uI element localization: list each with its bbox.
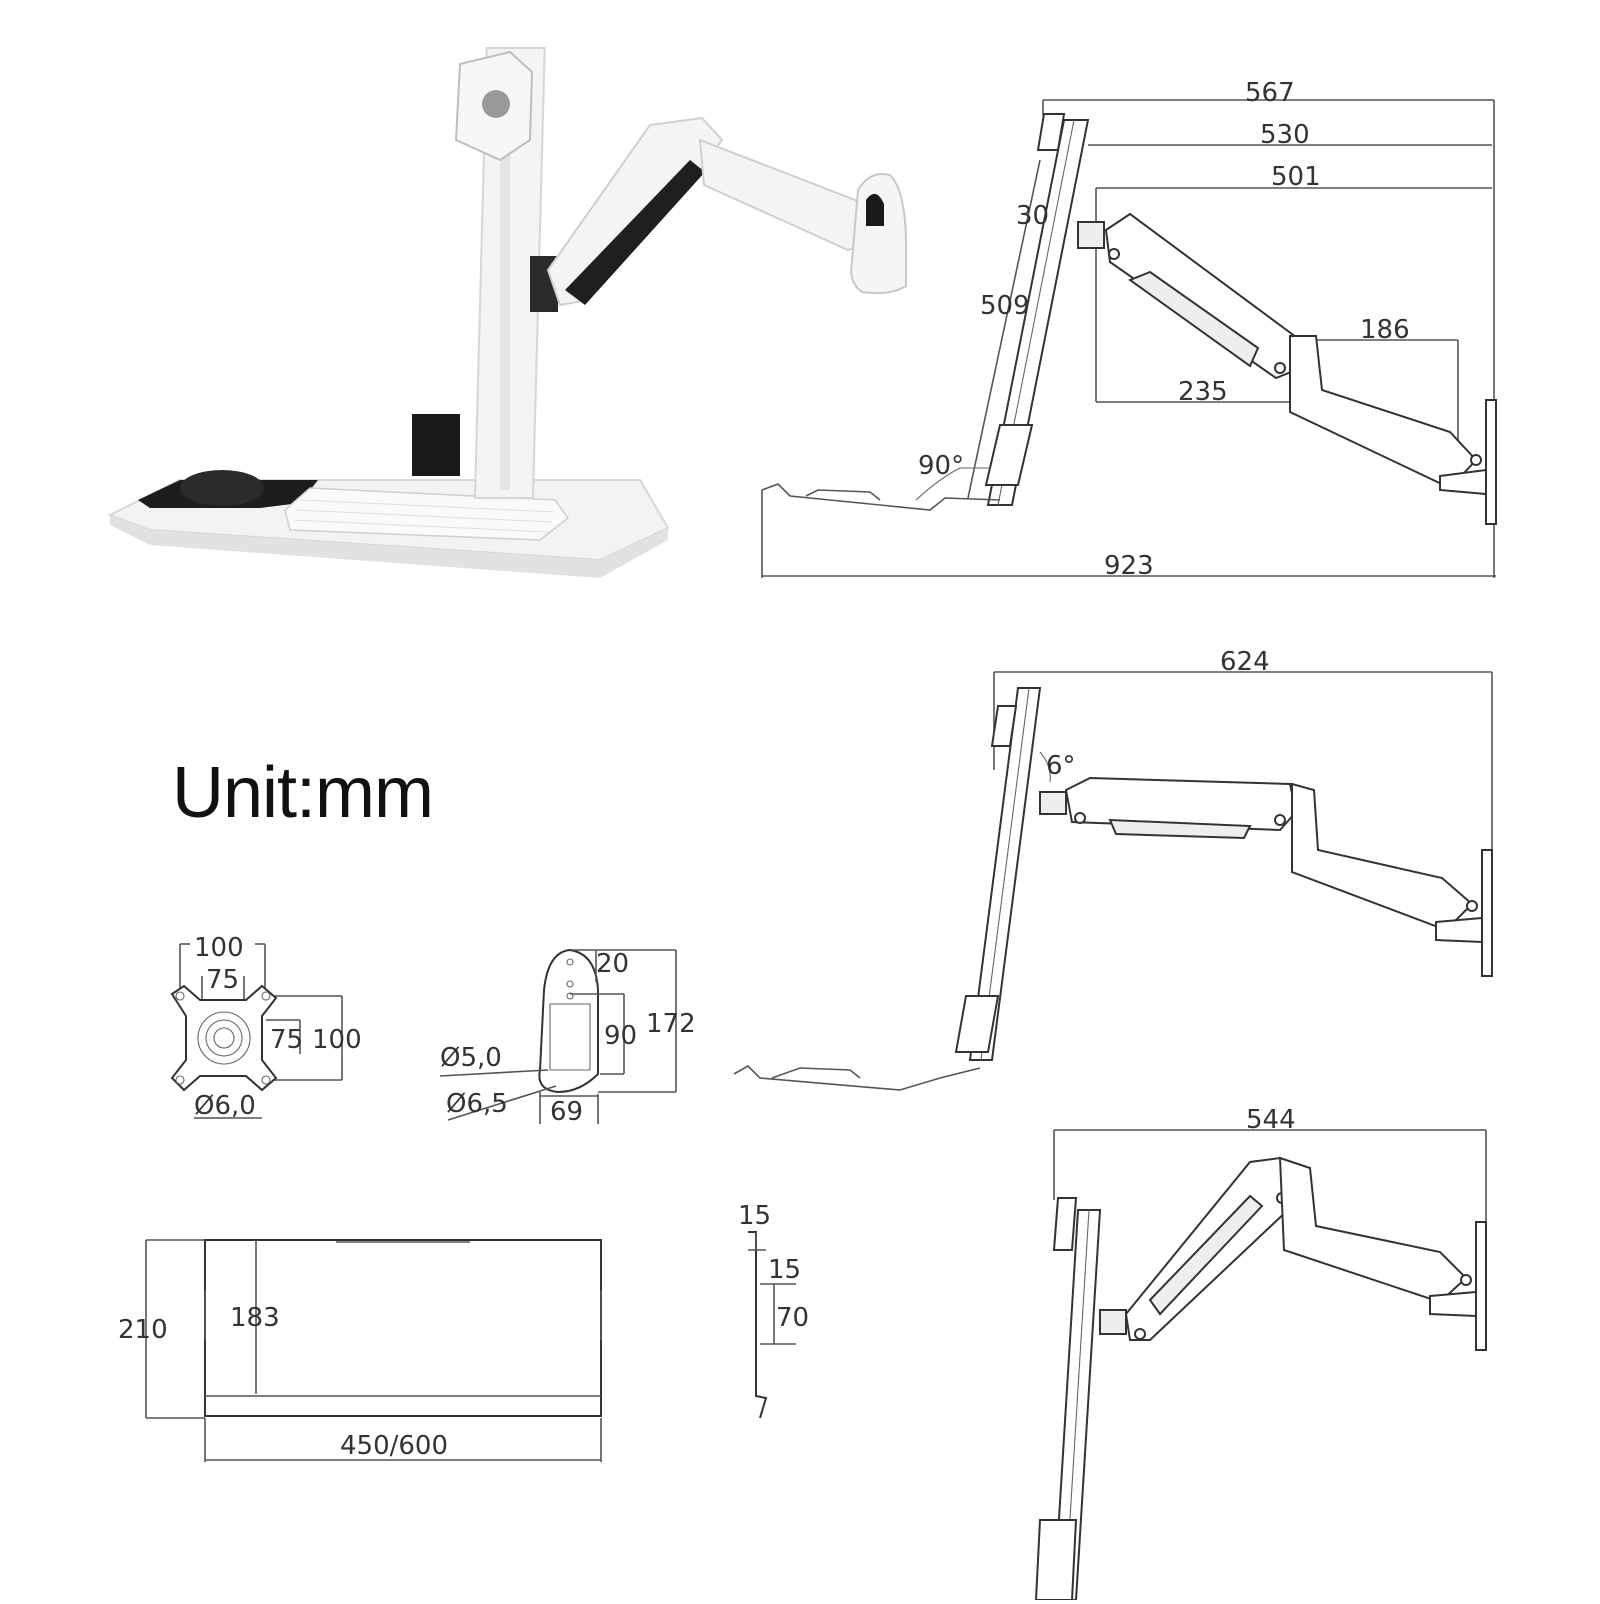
dim-profile-15: 15 bbox=[768, 1255, 801, 1285]
render-mouse bbox=[180, 470, 264, 506]
render-keyboard-keys bbox=[292, 499, 556, 533]
column-top-view bbox=[986, 119, 1090, 506]
tray-profile-drawing bbox=[748, 1231, 796, 1419]
forearm-bottom-view bbox=[1278, 1156, 1468, 1304]
dim-235: 235 bbox=[1178, 377, 1228, 407]
slider-top-view bbox=[984, 424, 1034, 486]
dim-bracket-90: 90 bbox=[604, 1021, 637, 1051]
render-holder bbox=[412, 414, 460, 476]
wall-plate-middle-view bbox=[1481, 849, 1493, 977]
wall-bracket-drawing bbox=[439, 948, 677, 1124]
render-vesa-hub bbox=[482, 90, 510, 118]
render-wall-mount bbox=[850, 173, 907, 295]
dim-6-degree: 6° bbox=[1046, 751, 1076, 781]
dim-tray-183: 183 bbox=[230, 1303, 280, 1333]
dim-624: 624 bbox=[1220, 647, 1270, 677]
vesa-plate-outline bbox=[170, 984, 278, 1092]
dim-30: 30 bbox=[1016, 201, 1049, 231]
dim-vesa-75-v: 75 bbox=[270, 1025, 303, 1055]
render-wall-mount-insert bbox=[866, 193, 884, 226]
render-upper-arm bbox=[546, 116, 724, 307]
dim-vesa-75-h: 75 bbox=[206, 965, 239, 995]
dim-186: 186 bbox=[1360, 315, 1410, 345]
dim-544: 544 bbox=[1246, 1105, 1296, 1135]
dimension-labels: 567 530 501 30 509 186 235 90° 923 624 6… bbox=[118, 78, 1410, 1461]
dim-509: 509 bbox=[980, 291, 1030, 321]
render-keyboard bbox=[284, 487, 570, 541]
render-tray-front bbox=[110, 515, 668, 578]
forearm-top-view bbox=[1289, 335, 1478, 490]
dim-bracket-hole-5: Ø5,0 bbox=[440, 1043, 502, 1073]
dim-tray-210: 210 bbox=[118, 1315, 168, 1345]
dim-923: 923 bbox=[1104, 551, 1154, 581]
wall-plate-top-view bbox=[1485, 399, 1497, 525]
keyboard-tray-drawing bbox=[145, 1239, 602, 1462]
upper-arm-top-view bbox=[1104, 212, 1302, 380]
render-gas-spring bbox=[565, 160, 705, 305]
dim-profile-15-top: 15 bbox=[738, 1201, 771, 1231]
dim-tray-width: 450/600 bbox=[340, 1431, 448, 1461]
dim-bracket-hole-6-5: Ø6,5 bbox=[446, 1089, 508, 1119]
dim-567: 567 bbox=[1245, 78, 1295, 108]
product-render bbox=[107, 47, 907, 578]
dim-profile-70: 70 bbox=[776, 1303, 809, 1333]
wall-bracket-outline bbox=[538, 948, 599, 1094]
wall-plate-bottom-view bbox=[1475, 1221, 1487, 1351]
dim-vesa-hole: Ø6,0 bbox=[194, 1091, 256, 1121]
dim-bracket-172: 172 bbox=[646, 1009, 696, 1039]
dim-bracket-20: 20 bbox=[596, 949, 629, 979]
dim-90-degree: 90° bbox=[918, 451, 964, 481]
slider-middle-view bbox=[954, 995, 1000, 1053]
dim-vesa-100-h: 100 bbox=[194, 933, 244, 963]
side-view-middle bbox=[733, 671, 1493, 1091]
side-view-top bbox=[761, 99, 1497, 578]
dim-vesa-100-v: 100 bbox=[312, 1025, 362, 1055]
dim-501: 501 bbox=[1271, 162, 1321, 192]
dim-bracket-69: 69 bbox=[550, 1097, 583, 1127]
slider-bottom-view bbox=[1034, 1519, 1078, 1601]
dim-530: 530 bbox=[1260, 120, 1310, 150]
vesa-plate-drawing bbox=[170, 943, 343, 1119]
render-column-shade bbox=[500, 60, 510, 490]
side-view-bottom bbox=[1034, 1129, 1487, 1601]
unit-label: Unit:mm bbox=[172, 753, 434, 833]
tray-outline bbox=[204, 1239, 602, 1417]
forearm-middle-view bbox=[1291, 782, 1474, 932]
render-forearm bbox=[698, 138, 882, 252]
